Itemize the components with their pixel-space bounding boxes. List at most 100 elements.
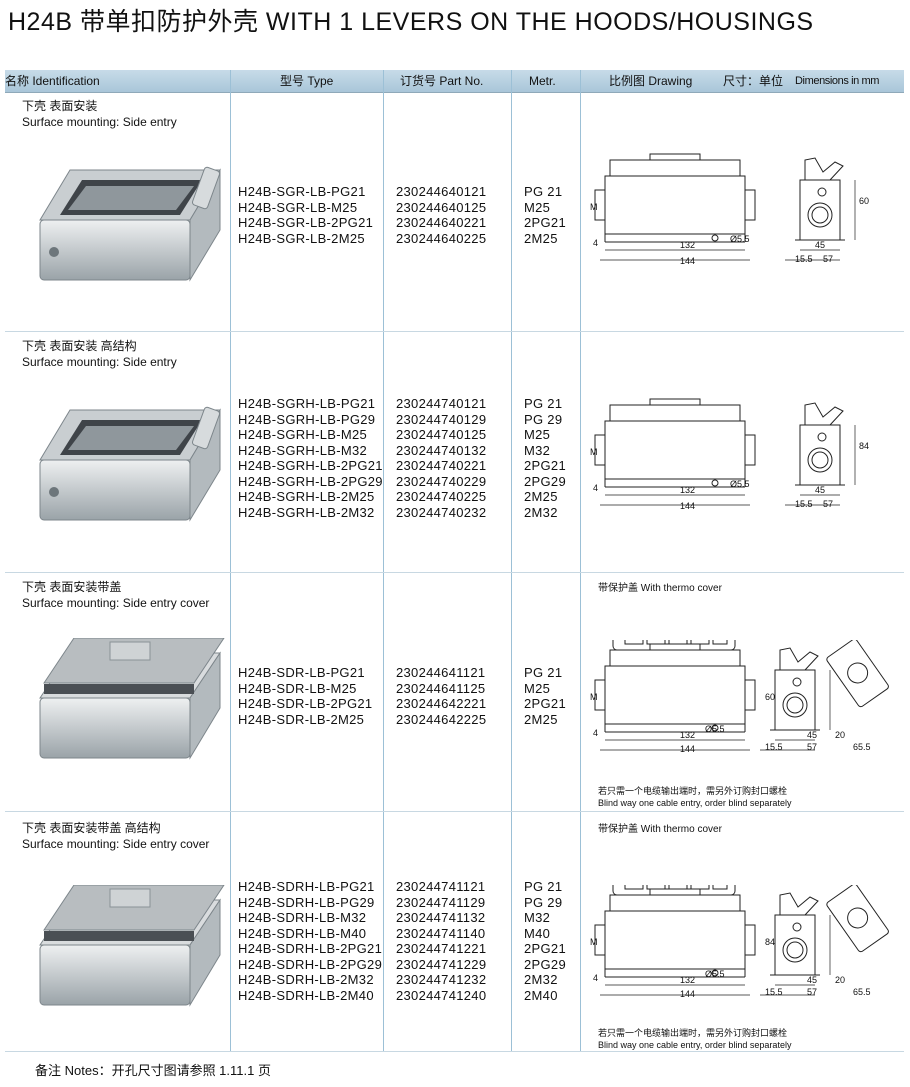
cover-label: 带保护盖 With thermo cover [598, 824, 722, 835]
table-header: 名称 Identification 型号 Type 订货号 Part No. M… [5, 70, 904, 93]
metr-value: M25 [524, 427, 551, 442]
note-en: Blind way one cable entry, order blind s… [598, 798, 792, 808]
type-value: H24B-SGR-LB-PG21 [238, 184, 366, 199]
row-identification-en: Surface mounting: Side entry cover [22, 596, 210, 610]
type-value: H24B-SDRH-LB-M32 [238, 910, 367, 925]
dim-outer-width: 144 [680, 744, 695, 754]
row-identification-cn: 下壳 表面安装 高结构 [22, 339, 137, 353]
header-identification: 名称 Identification [5, 74, 100, 88]
type-value: H24B-SGRH-LB-PG21 [238, 396, 376, 411]
part-value: 230244741221 [396, 941, 487, 956]
dim-cover-width: 65.5 [853, 987, 871, 997]
dim-base: 4 [593, 238, 598, 248]
product-photo [39, 405, 221, 521]
note-cn: 若只需一个电缆输出端时，需另外订购封口螺栓 [598, 1028, 788, 1038]
header-part-no: 订货号 Part No. [400, 74, 484, 88]
row-identification-cn: 下壳 表面安装带盖 [22, 580, 122, 594]
dim-side-offset: 15.5 [765, 742, 783, 752]
type-value: H24B-SGR-LB-2PG21 [238, 215, 374, 230]
dim-cover-offset: 20 [835, 975, 845, 985]
part-value: 230244740125 [396, 427, 487, 442]
row-identification-cn: 下壳 表面安装带盖 高结构 [22, 821, 161, 835]
row-identification-en: Surface mounting: Side entry cover [22, 837, 210, 851]
part-value: 230244741132 [396, 910, 486, 925]
column-divider [230, 70, 231, 1051]
type-value: H24B-SGRH-LB-2M32 [238, 504, 375, 520]
dim-height: 60 [765, 692, 775, 702]
dim-side-width: 57 [823, 499, 833, 509]
dim-outer-width: 144 [680, 989, 695, 999]
dim-side-width: 57 [807, 987, 817, 997]
dim-base: 4 [593, 728, 598, 738]
type-value: H24B-SGRH-LB-PG29 [238, 411, 376, 427]
dim-m: M [590, 202, 598, 212]
metr-value: 2PG21 [524, 941, 566, 956]
metr-value: 2PG21 [524, 458, 566, 473]
dim-m: M [590, 937, 598, 947]
metr-value: 2M25 [524, 711, 558, 727]
column-divider [580, 70, 581, 1051]
part-value: 230244740129 [396, 411, 487, 427]
metr-value: PG 21 [524, 396, 563, 411]
type-value: H24B-SDR-LB-PG21 [238, 665, 365, 680]
type-value: H24B-SDRH-LB-2PG29 [238, 956, 383, 972]
type-list: H24B-SDR-LB-PG21 H24B-SDR-LB-M25 H24B-SD… [238, 665, 372, 727]
dim-side-offset: 15.5 [795, 499, 813, 509]
row-divider [5, 331, 904, 332]
row-identification-cn: 下壳 表面安装 [22, 99, 98, 113]
dim-side-inner: 45 [807, 975, 817, 985]
dim-inner-width: 132 [680, 240, 695, 250]
part-value: 230244740229 [396, 473, 487, 489]
metr-list: PG 21 PG 29 M32 M40 2PG21 2PG29 2M32 2M4… [524, 879, 566, 1003]
dim-side-inner: 45 [807, 730, 817, 740]
dim-outer-width: 144 [680, 256, 695, 266]
dimension-drawing: M 4 132 Ø5.5 144 60 45 20 15.5 57 65.5 [590, 640, 889, 754]
row-divider [5, 811, 904, 812]
metr-value: 2PG21 [524, 696, 566, 711]
part-list: 230244640121 230244640125 230244640221 2… [396, 184, 486, 246]
part-value: 230244740121 [396, 396, 487, 411]
part-value: 230244640125 [396, 199, 487, 215]
dim-side-offset: 15.5 [795, 254, 813, 264]
metr-value: 2M40 [524, 987, 558, 1003]
metr-value: PG 21 [524, 879, 563, 894]
part-value: 230244641125 [396, 680, 486, 696]
part-list: 230244740121 230244740129 230244740125 2… [396, 396, 486, 520]
dim-hole: Ø5.5 [705, 724, 725, 734]
metr-value: 2M32 [524, 504, 558, 520]
product-photo [39, 885, 225, 1006]
metr-value: PG 21 [524, 184, 563, 199]
type-value: H24B-SDRH-LB-PG21 [238, 879, 375, 894]
type-value: H24B-SDR-LB-M25 [238, 680, 357, 696]
dim-side-width: 57 [823, 254, 833, 264]
metr-value: M40 [524, 925, 551, 941]
part-value: 230244641121 [396, 665, 486, 680]
dim-m: M [590, 447, 598, 457]
type-value: H24B-SDRH-LB-PG29 [238, 894, 375, 910]
part-value: 230244640225 [396, 230, 487, 246]
row-identification-en: Surface mounting: Side entry [22, 355, 177, 369]
part-value: 230244740221 [396, 458, 487, 473]
header-drawing: 比例图 Drawing [609, 74, 693, 88]
metr-value: PG 29 [524, 894, 563, 910]
part-value: 230244640121 [396, 184, 487, 199]
dim-m: M [590, 692, 598, 702]
type-value: H24B-SGRH-LB-M25 [238, 427, 368, 442]
footer-note: 备注 Notes：开孔尺寸图请参照 1.11.1 页 [35, 1063, 271, 1078]
type-list: H24B-SDRH-LB-PG21 H24B-SDRH-LB-PG29 H24B… [238, 879, 382, 1003]
metr-value: 2M25 [524, 230, 558, 246]
part-value: 230244741121 [396, 879, 486, 894]
header-dimensions-en: Dimensions in mm [795, 75, 880, 87]
column-divider [511, 70, 512, 1051]
column-divider [383, 70, 384, 1051]
metr-value: 2M25 [524, 489, 558, 504]
row-identification-en: Surface mounting: Side entry [22, 115, 177, 129]
type-value: H24B-SGR-LB-2M25 [238, 230, 365, 246]
dim-height: 60 [859, 196, 869, 206]
type-value: H24B-SDR-LB-2PG21 [238, 696, 373, 711]
dim-inner-width: 132 [680, 975, 695, 985]
part-value: 230244741232 [396, 972, 487, 987]
metr-value: 2M32 [524, 972, 558, 987]
metr-value: M25 [524, 199, 551, 215]
part-value: 230244740232 [396, 504, 487, 520]
